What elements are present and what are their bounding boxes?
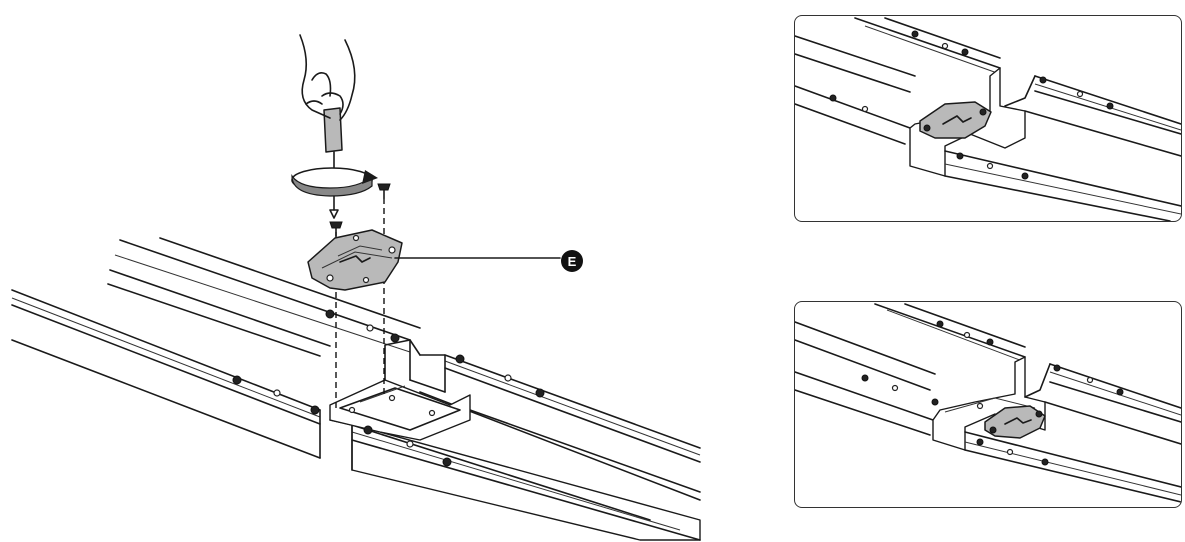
- rail-front-right: [329, 419, 701, 541]
- rotation-arrow-icon: [291, 167, 378, 197]
- screw-icon: [377, 183, 391, 199]
- rail-front-left: [11, 289, 321, 459]
- callout-label: E: [568, 254, 577, 269]
- screwdriver-icon: [323, 107, 343, 219]
- rail-back-left: [107, 237, 421, 357]
- detail-panel-bottom: [794, 301, 1182, 508]
- rail-holes: [232, 309, 545, 467]
- screw-icon: [329, 221, 343, 237]
- detail-diagram-top: [795, 17, 1181, 221]
- bracket-plate-icon: [307, 229, 403, 291]
- alignment-guides: [335, 198, 385, 412]
- joint-connector: [329, 339, 471, 441]
- main-assembly-illustration: E: [11, 34, 701, 541]
- detail-diagram-bottom: [795, 303, 1181, 503]
- hand-icon: [299, 34, 356, 121]
- detail-panel-top: [794, 15, 1182, 222]
- callout-badge: E: [561, 250, 583, 272]
- assembly-diagram: E: [11, 34, 701, 541]
